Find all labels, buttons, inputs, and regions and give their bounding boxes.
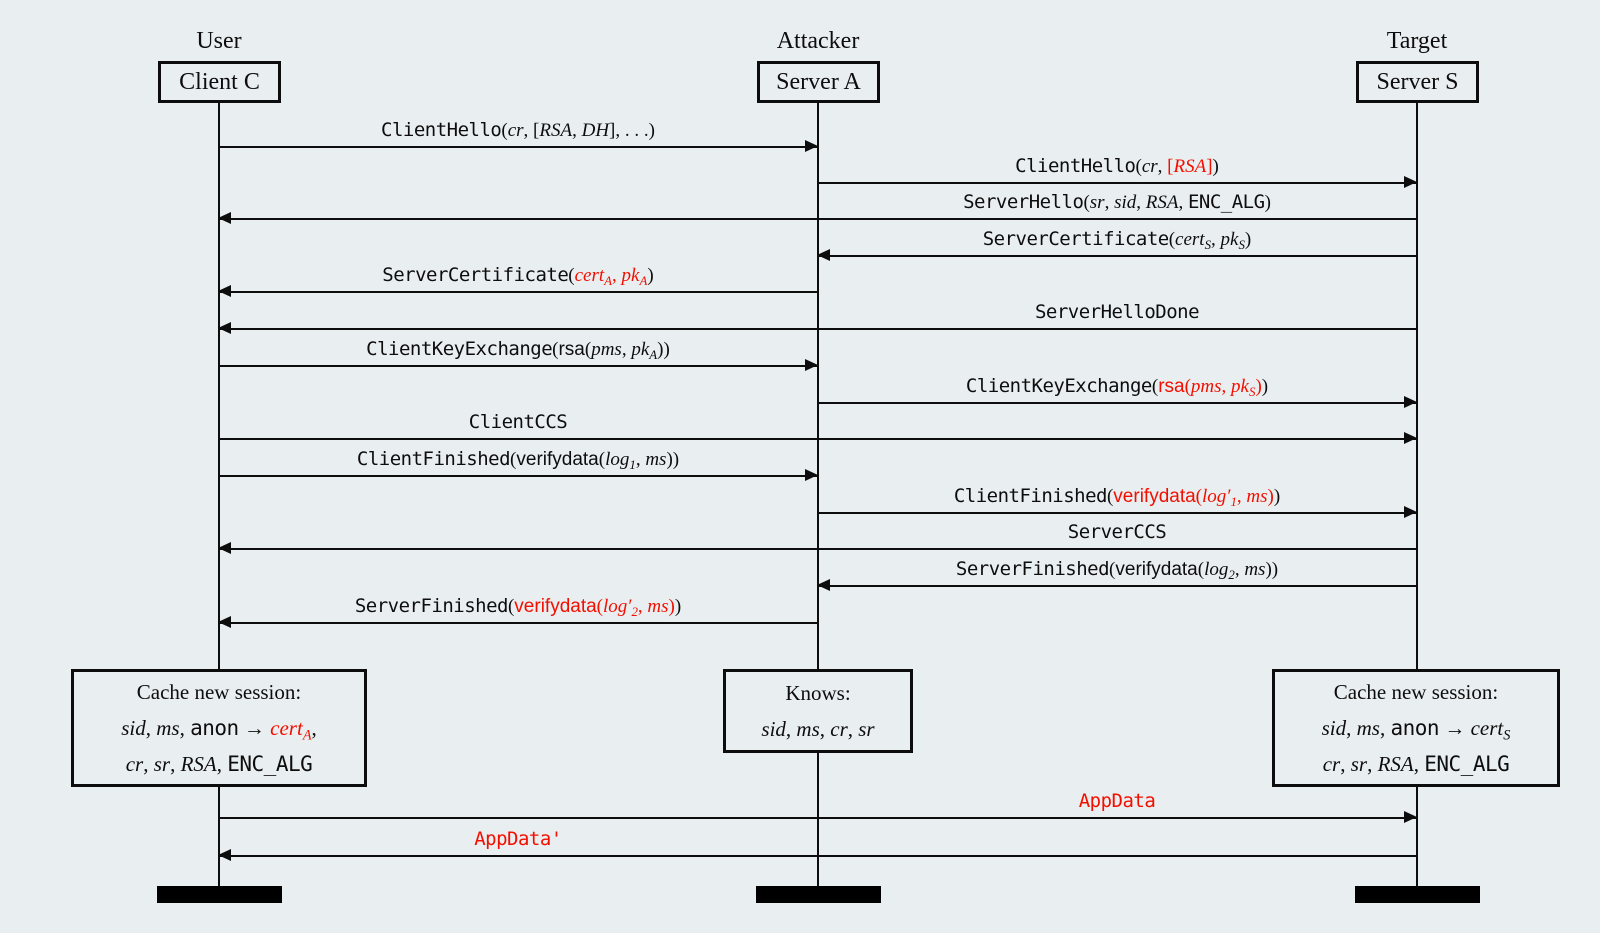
message-label-clientccs: ClientCCS	[468, 411, 568, 433]
message-label-serverfinished-to-a: ServerFinished(verifydata(log2, ms))	[955, 558, 1279, 582]
message-label-serverhello: ServerHello(sr, sid, RSA, ENC_ALG)	[963, 191, 1271, 213]
arrow-serverhello	[218, 212, 1416, 224]
arrow-clientkeyexchange-to-a	[219, 359, 818, 371]
message-label-clientkeyexchange-to-s: ClientKeyExchange(rsa(pms, pkS))	[965, 375, 1269, 399]
lifeline-server-s	[1416, 101, 1418, 887]
actor-box-client-c: Client C	[158, 61, 281, 103]
note-line: sid, ms, anon → certA,	[121, 716, 317, 744]
arrow-serverfinished-to-a	[817, 579, 1416, 591]
note-line: Cache new session:	[136, 680, 302, 704]
lifeline-server-a	[817, 101, 819, 887]
actor-role-user: User	[196, 28, 242, 54]
terminator-server-s	[1355, 886, 1480, 903]
message-label-appdata-prime: AppData'	[474, 828, 562, 850]
arrow-clientkeyexchange-to-s	[818, 396, 1417, 408]
message-label-serverccs: ServerCCS	[1067, 521, 1167, 543]
arrow-clienthello-to-s	[818, 176, 1417, 188]
message-label-servercertificate-s: ServerCertificate(certS, pkS)	[982, 228, 1252, 252]
note-line: sid, ms, cr, sr	[761, 717, 875, 741]
message-label-servercertificate-a: ServerCertificate(certA, pkA)	[382, 264, 654, 288]
arrow-appdata-prime	[218, 849, 1416, 861]
arrow-appdata	[219, 811, 1417, 823]
note-line: sid, ms, anon → certS	[1321, 716, 1511, 744]
message-label-appdata: AppData	[1078, 790, 1156, 812]
actor-box-server-a: Server A	[757, 61, 880, 103]
terminator-server-a	[756, 886, 881, 903]
note-attacker-knows: Knows: sid, ms, cr, sr	[723, 669, 913, 753]
message-label-clientkeyexchange-to-a: ClientKeyExchange(rsa(pms, pkA))	[366, 338, 670, 362]
note-line: Cache new session:	[1333, 680, 1499, 704]
message-label-clientfinished-to-a: ClientFinished(verifydata(log1, ms))	[356, 448, 680, 472]
arrow-clientfinished-to-s	[818, 506, 1417, 518]
message-label-serverhellodone: ServerHelloDone	[1034, 301, 1200, 323]
note-line: cr, sr, RSA, ENC_ALG	[125, 752, 313, 776]
arrow-clienthello-to-a	[219, 140, 818, 152]
actor-box-server-s: Server S	[1356, 61, 1479, 103]
arrow-serverfinished-to-c	[218, 616, 817, 628]
lifeline-client-c	[218, 101, 220, 887]
note-client-cache-session: Cache new session: sid, ms, anon → certA…	[71, 669, 367, 787]
arrow-servercertificate-s	[817, 249, 1416, 261]
arrow-serverccs	[218, 542, 1416, 554]
terminator-client-c	[157, 886, 282, 903]
actor-name-server-s: Server S	[1376, 68, 1459, 95]
note-line: Knows:	[785, 681, 851, 705]
message-label-clientfinished-to-s: ClientFinished(verifydata(log′1, ms))	[953, 485, 1281, 509]
actor-name-client-c: Client C	[179, 68, 260, 95]
message-label-clienthello-to-s: ClientHello(cr, [RSA])	[1015, 155, 1219, 177]
arrow-clientfinished-to-a	[219, 469, 818, 481]
note-line: cr, sr, RSA, ENC_ALG	[1322, 752, 1510, 776]
note-server-cache-session: Cache new session: sid, ms, anon → certS…	[1272, 669, 1560, 787]
actor-role-attacker: Attacker	[776, 28, 860, 54]
arrow-clientccs	[219, 432, 1417, 444]
arrow-servercertificate-a	[218, 285, 817, 297]
message-label-clienthello-to-a: ClientHello(cr, [RSA, DH], . . .)	[381, 119, 655, 141]
actor-role-target: Target	[1386, 28, 1448, 54]
actor-name-server-a: Server A	[776, 68, 861, 95]
arrow-serverhellodone	[218, 322, 1416, 334]
message-label-serverfinished-to-c: ServerFinished(verifydata(log′2, ms))	[354, 595, 682, 619]
